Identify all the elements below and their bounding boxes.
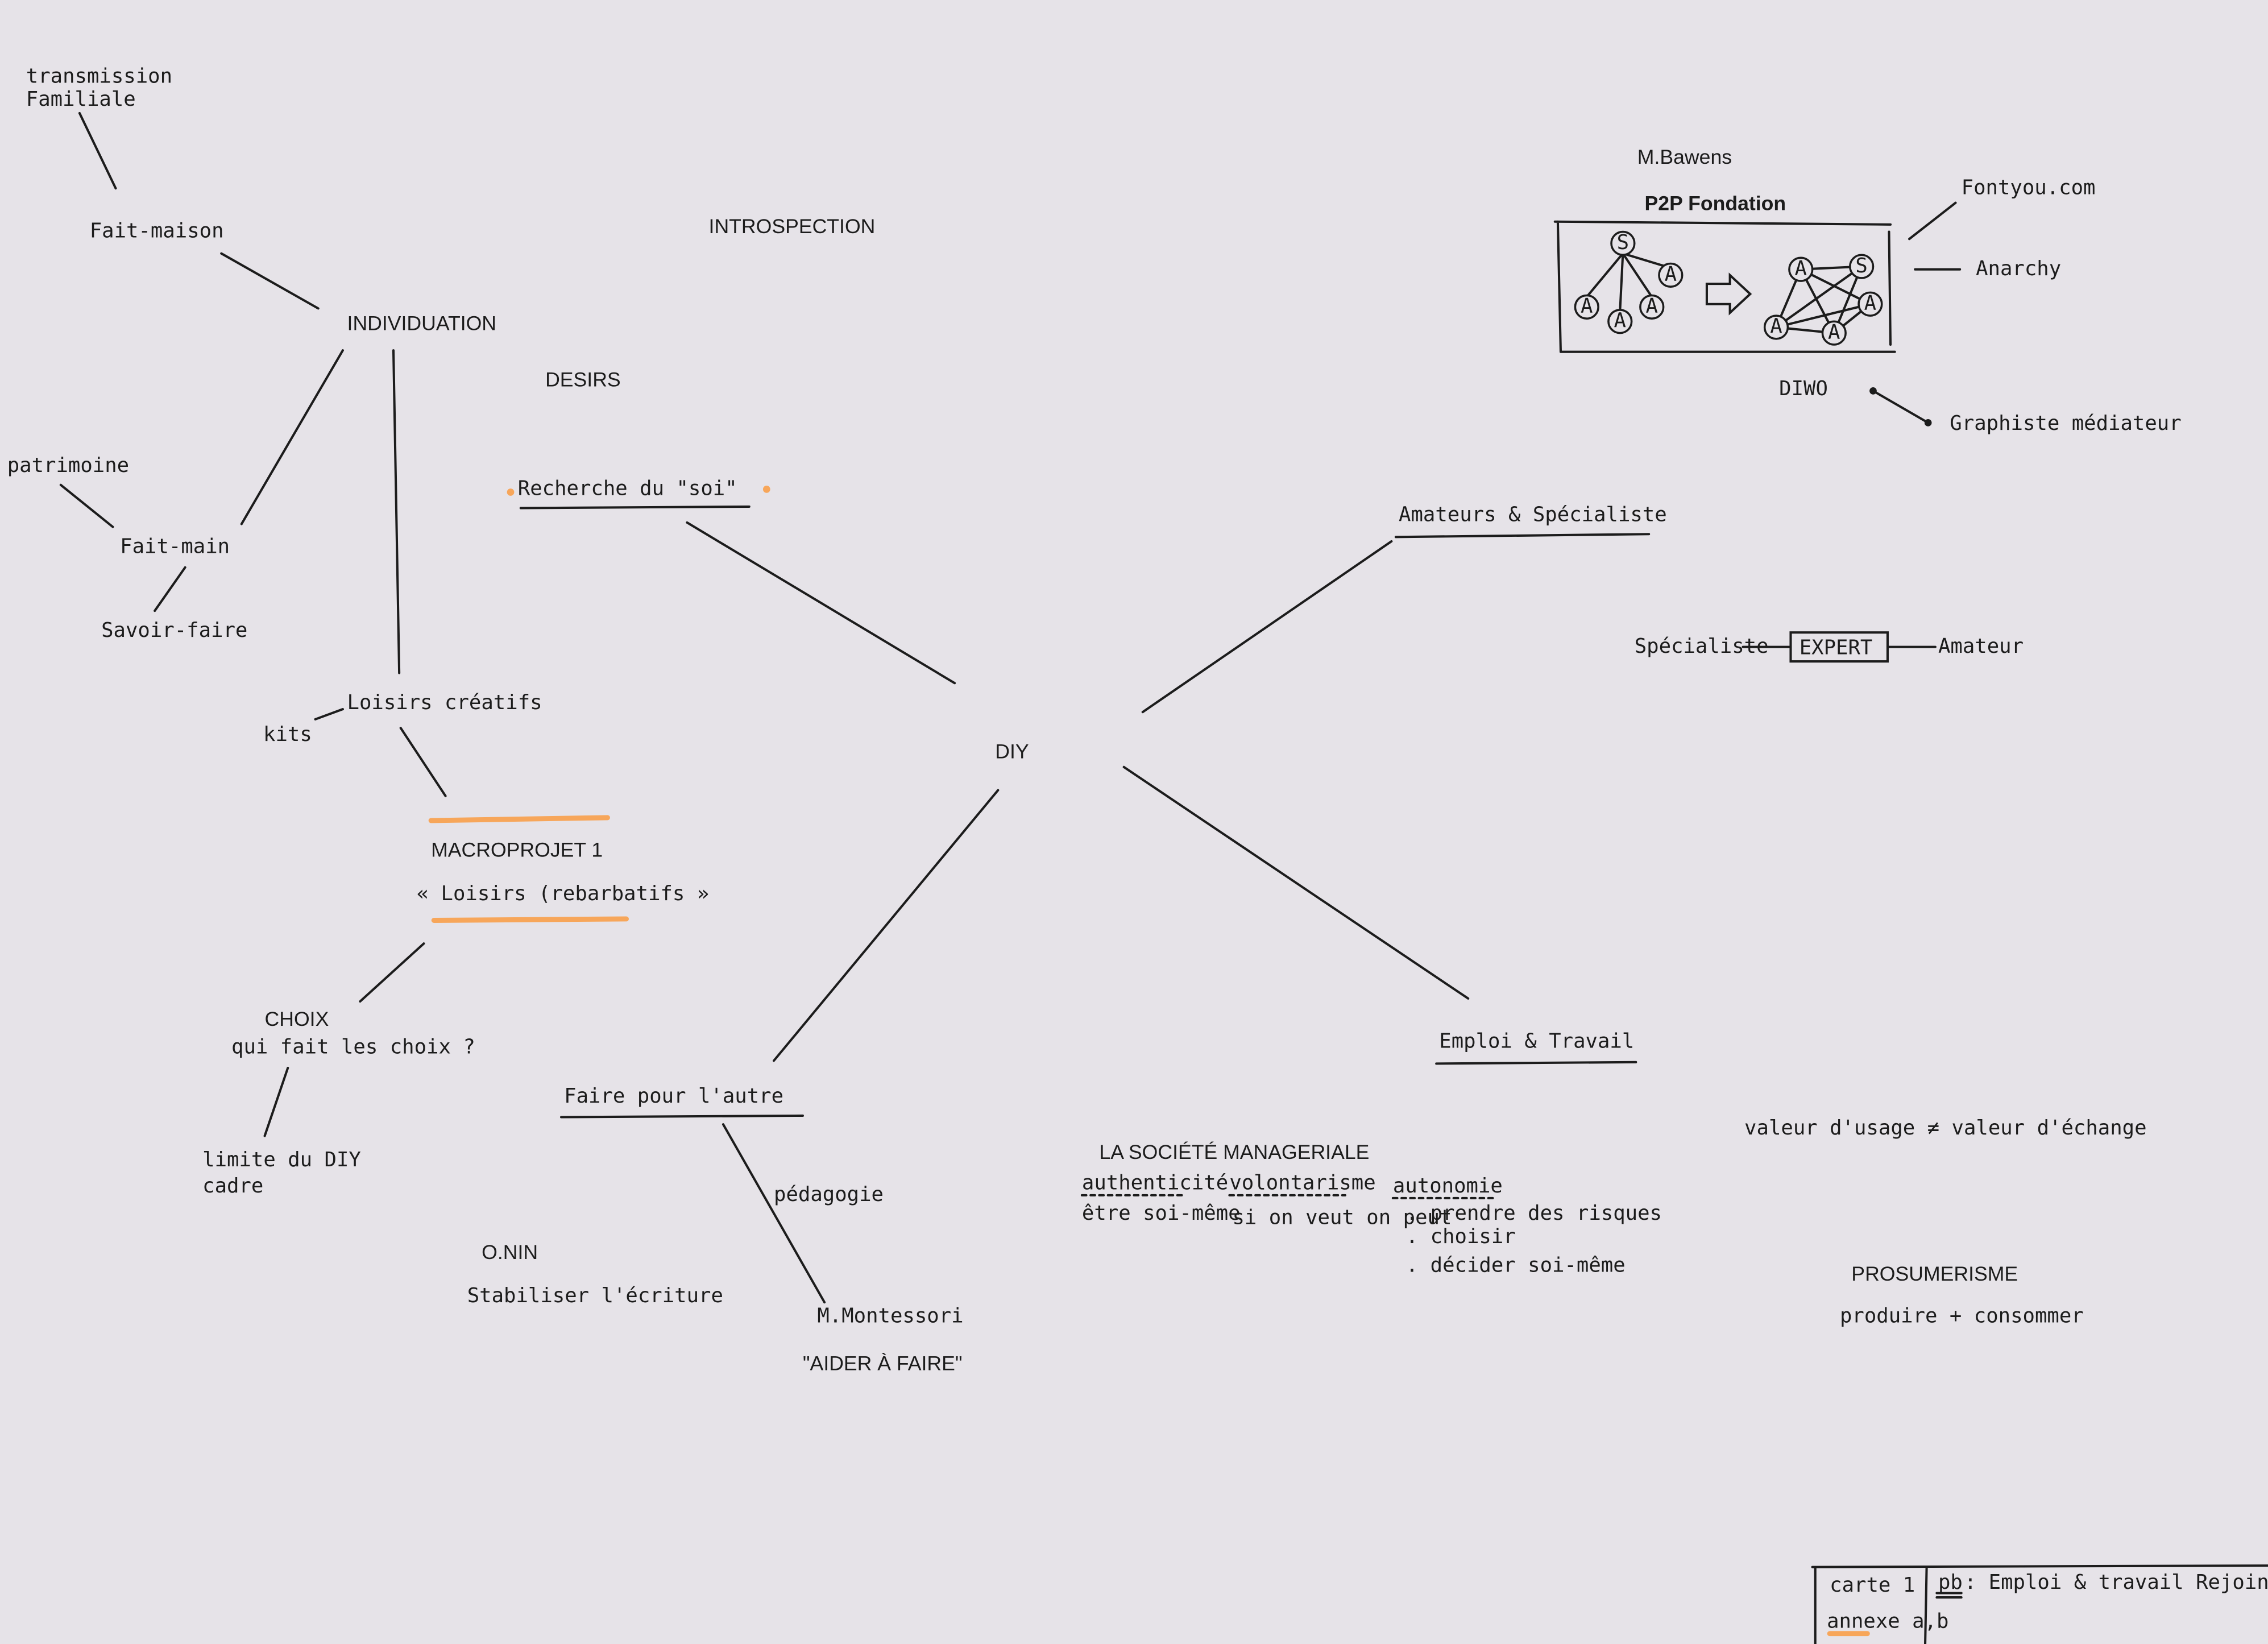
node-fait-maison: Fait-maison: [90, 220, 224, 243]
node-diwo: DIWO: [1779, 377, 1828, 400]
node-transmission: transmission: [26, 65, 172, 88]
node-a: A: [1770, 315, 1782, 338]
cartouche-carte: carte 1: [1830, 1573, 1915, 1597]
node-bawens: M.Bawens: [1637, 146, 1732, 168]
node-loisirs-creatifs: Loisirs créatifs: [347, 691, 542, 714]
node-a: A: [1864, 292, 1876, 315]
node-anarchy: Anarchy: [1976, 257, 2061, 280]
node-emploi-travail: Emploi & Travail: [1439, 1029, 1634, 1053]
node-prosumerisme: PROSUMERISME: [1851, 1262, 2018, 1285]
node-amateur: Amateur: [1938, 635, 2024, 658]
node-faire-pour-autre: Faire pour l'autre: [564, 1084, 783, 1108]
node-a: A: [1665, 263, 1677, 286]
node-kits: kits: [263, 723, 312, 746]
node-p2p-fondation: P2P Fondation: [1645, 192, 1786, 214]
cartouche: carte 1 annexe a,b pb : Emploi & travail…: [1811, 1564, 2268, 1644]
node-savoir-faire: Savoir-faire: [101, 619, 247, 642]
node-a: A: [1614, 309, 1626, 332]
node-cadre: cadre: [202, 1174, 263, 1198]
node-s: S: [1855, 254, 1867, 278]
node-a: A: [1646, 295, 1658, 318]
node-macroprojet: MACROPROJET 1: [431, 839, 603, 862]
network-diagram: S A A A A A S A A A: [1553, 220, 1896, 353]
expert-box: [1789, 631, 1889, 663]
node-individuation: INDIVIDUATION: [347, 312, 496, 335]
node-patrimoine: patrimoine: [7, 454, 129, 477]
societe-col-head: authenticité: [1082, 1171, 1228, 1195]
societe-col-head: volontarisme: [1229, 1171, 1375, 1195]
node-desirs: DESIRS: [545, 368, 621, 391]
societe-item: . prendre des risques: [1406, 1202, 1662, 1225]
connectors: [59, 111, 1962, 1304]
cartouche-pb-text: : Emploi & travail Rejoint individu: [1964, 1571, 2268, 1594]
node-choix: CHOIX: [265, 1008, 329, 1030]
node-a: A: [1828, 321, 1840, 344]
node-specialiste: Spécialiste: [1635, 635, 1769, 658]
node-introspection: INTROSPECTION: [709, 215, 876, 238]
center-diy: DIY: [995, 740, 1029, 763]
societe-item: si on veut on peut: [1232, 1206, 1452, 1229]
node-macroprojet-sub: « Loisirs (rebarbatifs »: [417, 882, 710, 905]
node-produire: produire + consommer: [1840, 1305, 2084, 1328]
node-fontyou: Fontyou.com: [1962, 176, 2096, 199]
node-a: A: [1795, 257, 1807, 280]
cartouche-annexe: annexe a,b: [1827, 1610, 1948, 1633]
societe-title: LA SOCIÉTÉ MANAGERIALE: [1099, 1141, 1369, 1163]
node-valeur: valeur d'usage ≠ valeur d'échange: [1744, 1116, 2146, 1140]
node-montessori: M.Montessori: [817, 1305, 963, 1328]
node-s: S: [1617, 231, 1629, 254]
node-aider-a-faire: "AIDER À FAIRE": [803, 1352, 963, 1375]
societe-item: être soi-même: [1082, 1202, 1241, 1225]
societe-item: . choisir: [1406, 1225, 1516, 1248]
node-stabiliser: Stabiliser l'écriture: [467, 1284, 723, 1307]
node-a: A: [1581, 295, 1593, 318]
node-expert: EXPERT: [1800, 636, 1873, 659]
node-choix-sub: qui fait les choix ?: [231, 1036, 475, 1059]
node-fait-main: Fait-main: [120, 535, 230, 558]
node-familiale: Familiale: [26, 88, 136, 111]
societe-col-head: autonomie: [1393, 1174, 1503, 1198]
node-graphiste-mediateur: Graphiste médiateur: [1950, 412, 2181, 435]
node-recherche-du-soi: Recherche du "soi": [518, 477, 737, 500]
node-amateurs-specialiste: Amateurs & Spécialiste: [1399, 503, 1667, 526]
node-limite: limite du DIY: [202, 1148, 361, 1171]
societe-item: . décider soi-même: [1406, 1254, 1626, 1277]
node-onin: O.NIN: [482, 1241, 538, 1264]
node-pedagogie: pédagogie: [774, 1183, 884, 1206]
cartouche-pb-label: pb: [1938, 1571, 1963, 1594]
